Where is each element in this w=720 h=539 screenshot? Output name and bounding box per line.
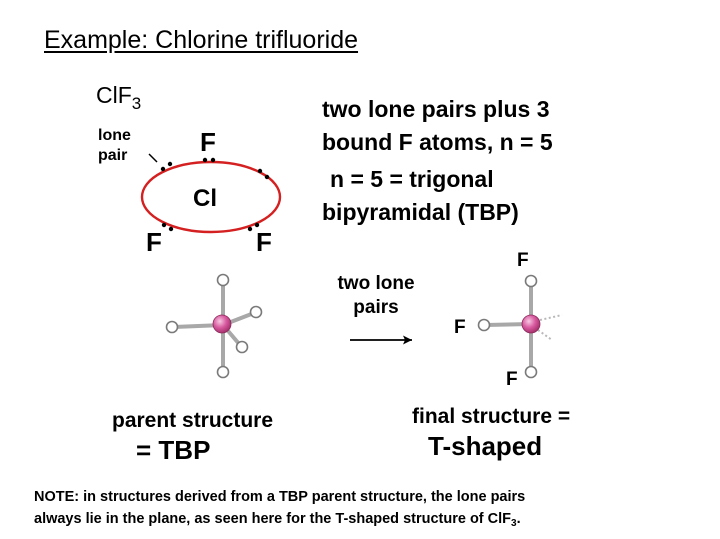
bonding-dot xyxy=(202,157,208,163)
page-title: Example: Chlorine trifluoride xyxy=(44,26,359,54)
description-line-2: bound F atoms, n = 5 xyxy=(322,129,553,155)
lone-pair-direction xyxy=(539,314,563,321)
arrow-label-line1: two lone xyxy=(337,273,415,294)
lone-pair-dot xyxy=(264,174,270,180)
tbp-model xyxy=(165,273,263,379)
ligand-atom xyxy=(235,340,249,354)
lone-pair-label: lone pair xyxy=(98,126,131,166)
lone-pair-pointer xyxy=(148,153,158,163)
parent-structure-value: = TBP xyxy=(136,435,211,465)
note-text: NOTE: in structures derived from a TBP p… xyxy=(34,486,525,535)
lone-pair-dot xyxy=(167,161,173,167)
lone-pair-dots xyxy=(160,161,270,180)
t-shaped-model: F F F xyxy=(454,250,563,390)
note-line-2-end: . xyxy=(516,511,521,527)
lone-pair-dot xyxy=(160,166,166,172)
formula-main: ClF xyxy=(96,82,132,108)
ligand-atom xyxy=(249,305,263,319)
ligand-atom xyxy=(524,274,538,288)
lewis-center-atom: Cl xyxy=(193,185,217,212)
final-left-atom: F xyxy=(454,317,466,338)
lone-pair-label-line1: lone xyxy=(98,127,131,144)
note-line-2-main: always lie in the plane, as seen here fo… xyxy=(34,511,512,527)
formula-label: ClF3 xyxy=(96,82,142,113)
ligand-atom xyxy=(524,365,538,379)
bonding-dot xyxy=(254,222,260,228)
formula-subscript: 3 xyxy=(131,94,142,113)
bonding-dot xyxy=(161,222,167,228)
bonding-dot xyxy=(247,226,253,232)
lewis-left-atom: F xyxy=(146,227,162,257)
ligand-atom xyxy=(477,318,491,332)
valence-ellipse xyxy=(140,160,282,234)
description-line-3: n = 5 = trigonal xyxy=(330,166,494,192)
lone-pair-label-line2: pair xyxy=(98,147,128,164)
arrow-label: two lone pairs xyxy=(320,272,432,320)
final-structure-label: final structure = xyxy=(412,405,571,428)
lewis-top-atom: F xyxy=(200,127,216,157)
parent-structure-label: parent structure xyxy=(112,409,274,432)
lewis-structure: F Cl F F xyxy=(140,127,282,257)
bonding-dot xyxy=(168,226,174,232)
final-top-atom: F xyxy=(517,250,529,271)
description-line-1: two lone pairs plus 3 xyxy=(322,96,550,122)
final-bottom-atom: F xyxy=(506,369,518,390)
ligand-atom xyxy=(216,365,230,379)
lewis-right-atom: F xyxy=(256,227,272,257)
bonding-dot xyxy=(210,157,216,163)
central-atom xyxy=(521,314,541,334)
lone-pair-direction xyxy=(537,329,553,341)
description-line-4: bipyramidal (TBP) xyxy=(322,199,519,225)
ligand-atom xyxy=(165,320,179,334)
note-line-2-subscript: 3 xyxy=(511,518,517,529)
note-line-1: NOTE: in structures derived from a TBP p… xyxy=(34,489,526,505)
bonding-pair-dots xyxy=(161,157,260,232)
arrow xyxy=(350,335,412,345)
ligand-atom xyxy=(216,273,230,287)
arrow-label-line2: pairs xyxy=(353,297,399,318)
lone-pair-dot xyxy=(257,168,263,174)
arrow-head xyxy=(403,335,412,345)
note-line-2: always lie in the plane, as seen here fo… xyxy=(34,508,525,535)
final-structure-value: T-shaped xyxy=(428,431,543,461)
central-atom xyxy=(212,314,232,334)
